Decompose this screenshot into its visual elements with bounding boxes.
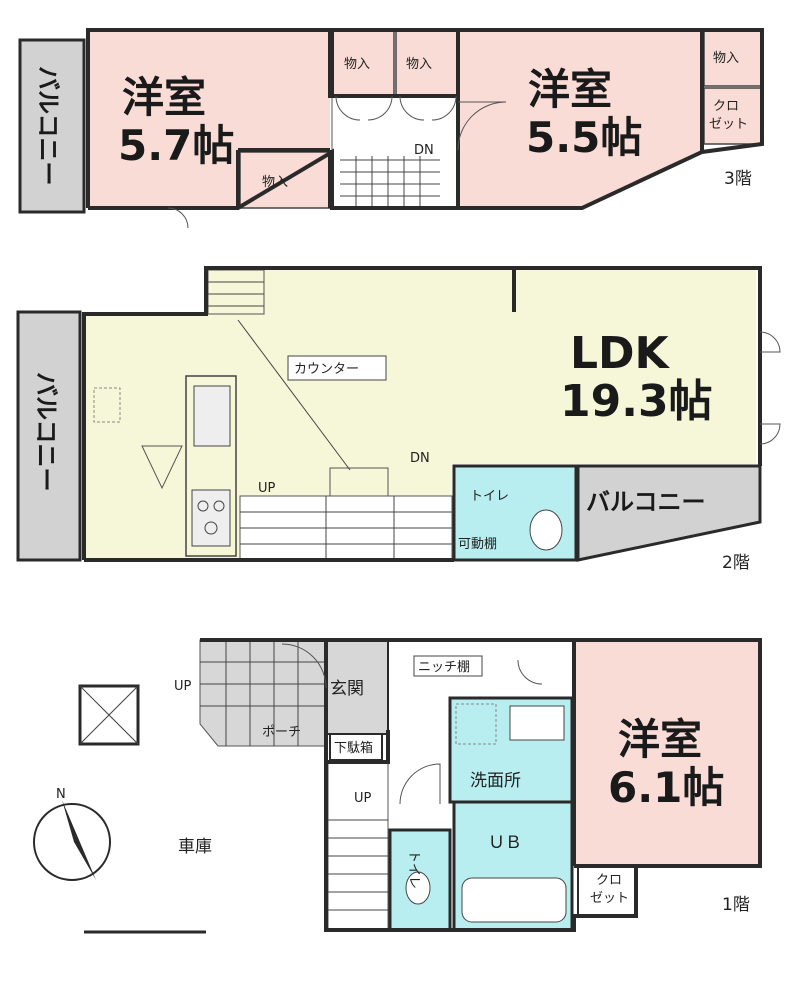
bath-label: ＵＢ [488, 833, 522, 853]
niche-label: ニッチ棚 [418, 660, 470, 675]
floor-3 [18, 28, 764, 229]
stair-3f [340, 156, 440, 208]
garage-label: 車庫 [178, 837, 212, 857]
compass-label: N [56, 787, 66, 802]
storage-3f-d [703, 29, 763, 87]
balcony-2f-left [16, 310, 82, 562]
storage-3f-c-label: 物入 [262, 175, 288, 190]
closet-3f [703, 87, 763, 145]
balcony-2f-left-label: バルコニー [32, 372, 60, 492]
toilet-2f-label: トイレ [470, 489, 509, 504]
balcony-2f-right [576, 464, 762, 562]
closet-3f-label-1: クロ [713, 99, 739, 114]
shoe-box [329, 733, 383, 761]
closet-1f-label-2: ゼット [590, 891, 629, 906]
floor-1-label: 1階 [722, 895, 750, 915]
stair-2f-dn: DN [410, 451, 430, 466]
compass-needle-icon [62, 800, 96, 880]
counter-label: カウンター [294, 362, 359, 377]
balcony-3f [18, 38, 86, 214]
hall-3f [331, 95, 459, 209]
niche-label-box [413, 655, 483, 677]
compass-icon [33, 803, 111, 881]
stove [191, 489, 231, 547]
movable-shelf-label: 可動棚 [458, 537, 497, 552]
sink [193, 385, 231, 447]
storage-3f-a-label: 物入 [344, 57, 370, 72]
ldk-room [84, 268, 756, 560]
stair-2f-up: UP [258, 481, 276, 496]
room-5-7-size: 5.7帖 [118, 121, 234, 170]
floor-3-label: 3階 [724, 169, 752, 189]
ldk-size: 19.3帖 [560, 376, 713, 427]
closet-3f-label-2: ゼット [709, 117, 748, 132]
stair-1f [327, 761, 389, 931]
toilet-bowl-2f [529, 509, 563, 551]
entrance [325, 639, 389, 735]
closet-1f-label-1: クロ [596, 873, 622, 888]
shoe-box-label: 下駄箱 [334, 740, 373, 756]
room-6-1 [574, 640, 760, 866]
stair-3f-dn: DN [414, 143, 434, 158]
room-5-5 [460, 30, 702, 208]
room-5-5-size: 5.5帖 [526, 113, 642, 162]
storage-3f-d-label: 物入 [713, 51, 739, 66]
room-6-1-name: 洋室 [618, 715, 702, 764]
ceiling-vent [93, 387, 121, 423]
storage-3f-b-label: 物入 [406, 57, 432, 72]
counter-label-box [287, 355, 387, 381]
room-5-7-name: 洋室 [122, 73, 206, 122]
floor-1 [33, 638, 762, 934]
room-6-1-size: 6.1帖 [608, 763, 724, 812]
closet-1f [577, 865, 637, 917]
room-5-7 [88, 30, 330, 208]
stair-1f-up: UP [354, 791, 372, 806]
porch-up: UP [174, 679, 192, 694]
floor-2-label: 2階 [722, 553, 750, 573]
washroom-label: 洗面所 [470, 771, 521, 791]
ldk-name: LDK [570, 328, 671, 379]
room-5-5-name: 洋室 [528, 65, 612, 114]
balcony-2f-right-label: バルコニー [586, 488, 706, 516]
floor-2 [16, 266, 781, 562]
toilet-1f-label: トイレ [406, 850, 421, 889]
fridge-mark [141, 445, 183, 490]
entrance-label: 玄関 [330, 679, 364, 699]
balcony-3f-label: バルコニー [34, 66, 62, 186]
porch-label: ポーチ [262, 725, 301, 740]
stair-2f-top [207, 269, 265, 315]
